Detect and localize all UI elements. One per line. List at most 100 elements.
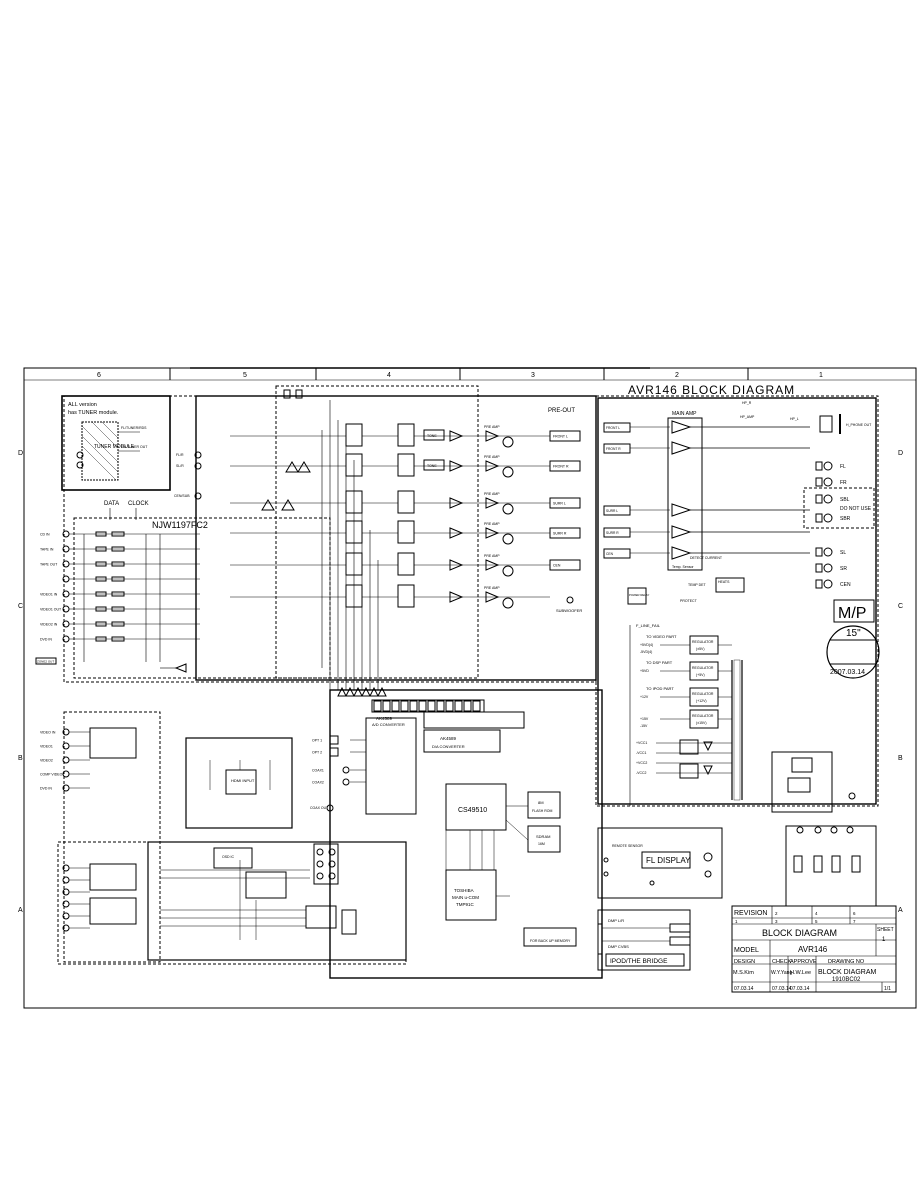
ic-name: NJW1197FC2 (152, 520, 208, 530)
amp-input-box (603, 422, 631, 433)
zone2-label: ZONE2 OUT (37, 660, 54, 664)
zone-label: 6 (97, 372, 101, 379)
dsp-block: AK4589 A/D CONVERTER AK4589 D/A CONVERTE… (310, 686, 603, 979)
sheet-frame (23, 367, 917, 1009)
preout-label: SURR R (553, 532, 567, 536)
mcu-label: TOSHIBA (454, 888, 474, 893)
rev-num: 5 (815, 919, 818, 924)
row-label: D (18, 450, 23, 457)
preout-output (549, 497, 581, 509)
optical-port (329, 747, 339, 757)
speaker-jack (823, 494, 833, 504)
power-amp (671, 546, 692, 560)
dsp-label: CS49510 (458, 807, 487, 814)
rectifier-box (679, 739, 699, 755)
power-rail: +5VD(4) (640, 643, 653, 647)
speaker-terminal (815, 563, 823, 573)
preamp-label: PRE AMP (484, 455, 500, 459)
switch-element (111, 561, 125, 567)
bus-arrow (361, 686, 371, 697)
row-label: A (18, 907, 23, 914)
optical-port (329, 735, 339, 745)
main-amp-label: MAIN AMP (672, 411, 697, 417)
resistor (95, 531, 107, 537)
audio-selector-block: PRE-OUT NJW1197FC2 DATA CLOCK CD INTAPE … (35, 385, 597, 690)
rev-num: 7 (853, 919, 856, 924)
digital-input-label: OPT 1 (312, 739, 322, 743)
regulator-box (689, 661, 719, 681)
tone-block (423, 429, 445, 441)
preamp-label: PRE AMP (484, 425, 500, 429)
revision-label: REVISION (734, 910, 767, 917)
date: 07.03.14 (772, 986, 792, 992)
row-label: C (898, 603, 903, 610)
resistor (95, 621, 107, 627)
zone-label: 4 (387, 372, 391, 379)
transistor (502, 466, 514, 478)
regulator-label: REGULATOR (692, 666, 714, 670)
power-rail: +5VD (640, 669, 649, 673)
amp-input-box (603, 443, 631, 454)
bus-arrow (377, 686, 387, 697)
drawing-title: BLOCK DIAGRAM (818, 969, 877, 976)
vcc-label: -VCC2 (636, 771, 647, 775)
transistor (502, 597, 514, 609)
heats-label: HEATS (718, 580, 730, 584)
regulator-label: REGULATOR (692, 714, 714, 718)
diode (703, 765, 713, 776)
ipod-bridge-label: IPOD/THE BRIDGE (610, 958, 668, 965)
date: 07.03.14 (790, 986, 810, 992)
zone2-box (35, 657, 57, 665)
amp-input-label: SURR R (606, 531, 619, 535)
tuner-pin: FL/TUNER/RDS (121, 426, 147, 430)
dac-sub: D/A CONVERTER (432, 744, 465, 749)
regulator-box (689, 709, 719, 729)
speaker-terminal (815, 477, 823, 487)
power-amp (671, 420, 692, 434)
input-label: TAPE OUT (40, 563, 58, 567)
bus-port (382, 700, 391, 712)
digital-input-label: OPT 2 (312, 751, 322, 755)
phone-out-label: H_PHONE OUT (846, 423, 872, 427)
power-rail: +12V (640, 695, 649, 699)
preout-output (549, 430, 581, 442)
power-target: TO VIDEO PART (646, 634, 677, 639)
mcu-sub: MAIN u-COM (452, 895, 479, 900)
speaker-label: SL (840, 550, 846, 556)
input-label: SL/R (176, 464, 184, 468)
hp-label: HP_R (742, 401, 752, 405)
bus-arrow (353, 686, 363, 697)
amp-input-label: FRONT L (606, 426, 620, 430)
speaker-jack (823, 513, 833, 523)
approve-label: APPROVE (790, 959, 817, 965)
rev-num: 4 (815, 911, 818, 916)
rev-num: 6 (853, 911, 856, 916)
rev-num: 3 (775, 919, 778, 924)
transistor (502, 565, 514, 577)
osd-label: OSD IC (222, 855, 235, 859)
date: 07.03.14 (734, 986, 754, 992)
speaker-jack (823, 579, 833, 589)
design-by: M.S.Kim (733, 970, 754, 976)
regulator-label: REGULATOR (692, 692, 714, 696)
power-relay-label: POWER RELAY (629, 593, 649, 597)
regulator-voltage: (±15V) (696, 721, 706, 725)
power-amp (671, 503, 692, 517)
row-label: B (898, 755, 903, 762)
bus-arrow (345, 686, 355, 697)
bus-port (373, 700, 382, 712)
amp-input-box (603, 548, 631, 559)
bus-port (436, 700, 445, 712)
rectifier-box (679, 763, 699, 779)
drawing-no-label: DRAWING NO (828, 959, 865, 965)
sdram-sub: 16M (538, 842, 545, 846)
power-target: TO IPOD PART (646, 686, 674, 691)
remote-sensor-label: REMOTE SENSOR (612, 844, 643, 848)
flash-label: 8M (538, 800, 544, 805)
preout-label: FRONT L (553, 435, 568, 439)
bus-arrow (337, 686, 347, 697)
speaker-jack (823, 461, 833, 471)
hdmi-label: HDMI INPUT (231, 778, 255, 783)
video-label: COMP VIDEO (40, 773, 63, 777)
